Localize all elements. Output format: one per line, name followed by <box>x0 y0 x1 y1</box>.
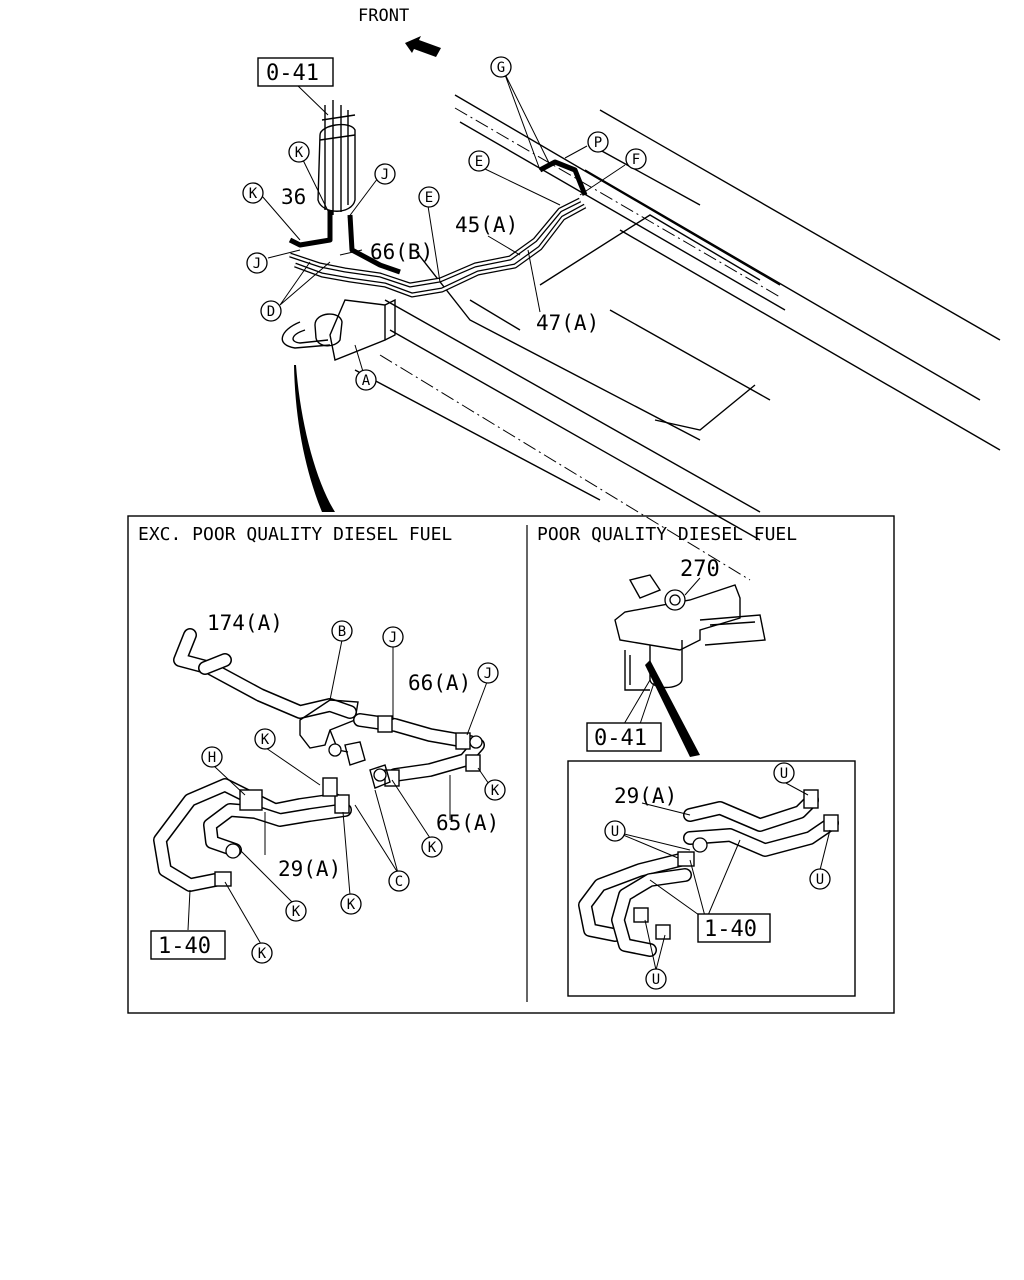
callout-label: U <box>780 766 788 782</box>
callout-label: G <box>497 60 505 76</box>
part-number: 29(A) <box>278 857 341 881</box>
leaders-right <box>615 781 831 971</box>
callout-label: B <box>338 624 346 640</box>
callout-label: A <box>362 373 371 389</box>
ref-box-0-41-top-label: 0-41 <box>266 61 319 86</box>
fuel-filter-assembly <box>288 100 401 275</box>
callout-label: D <box>267 304 275 320</box>
callout-label: U <box>652 972 660 988</box>
front-arrow-icon <box>405 36 441 57</box>
callout-label: C <box>395 874 403 890</box>
ref-box-1-40-right-label: 1-40 <box>704 917 757 942</box>
callouts-left: B J J K H K K C K K K <box>201 620 506 964</box>
callout-label: H <box>208 750 216 766</box>
callout-label: K <box>491 783 500 799</box>
callout-label: F <box>632 152 640 168</box>
part-number: 65(A) <box>436 811 499 835</box>
vehicle-frame <box>354 94 1001 581</box>
leader-270 <box>684 577 701 596</box>
callout-label: K <box>249 186 258 202</box>
callout-label: K <box>258 946 267 962</box>
right-filter-assembly <box>614 574 766 691</box>
leaders-top <box>261 71 626 376</box>
callout-label: K <box>428 840 437 856</box>
callout-label: J <box>253 256 261 272</box>
leaders-left <box>187 639 492 945</box>
part-number: 66(A) <box>408 671 471 695</box>
callout-label: J <box>389 630 397 646</box>
ref-box-0-41-right-label: 0-41 <box>594 726 647 751</box>
part-number: 45(A) <box>455 213 518 237</box>
callout-label: U <box>611 824 619 840</box>
front-label: FRONT <box>358 6 409 26</box>
callout-label: E <box>475 154 483 170</box>
panel-left-title: EXC. POOR QUALITY DIESEL FUEL <box>138 524 452 545</box>
callout-label: U <box>816 872 824 888</box>
callout-label: J <box>381 167 389 183</box>
ref-box-1-40-right <box>697 913 771 943</box>
callouts-top: G P E F K J K J E D A <box>242 56 647 391</box>
part-number: 47(A) <box>536 311 599 335</box>
ref-box-0-41-top <box>257 57 334 87</box>
part-number: 66(B) <box>370 240 433 264</box>
leader-0-41-right <box>623 679 656 725</box>
left-hose-assembly <box>153 628 485 892</box>
ref-box-1-40-left <box>150 930 226 960</box>
ref-box-1-40-left-label: 1-40 <box>158 934 211 959</box>
panel-right-title: POOR QUALITY DIESEL FUEL <box>537 524 797 545</box>
callout-label: E <box>425 190 433 206</box>
part-number: 174(A) <box>207 611 283 635</box>
callout-label: P <box>594 135 602 151</box>
detail-pointer-right <box>645 660 700 757</box>
callout-label: J <box>484 666 492 682</box>
callout-label: K <box>292 904 301 920</box>
right-hose-assembly <box>578 789 839 957</box>
inner-detail-box <box>567 760 856 997</box>
callout-label: K <box>347 897 356 913</box>
detail-panel-frame <box>127 515 895 1014</box>
bracket-a <box>314 298 396 361</box>
callout-label: K <box>295 145 304 161</box>
part-number: 29(A) <box>614 784 677 808</box>
part-number: 270 <box>680 557 720 582</box>
callouts-right: U U U U <box>604 762 831 990</box>
ref-box-0-41-right <box>586 722 662 752</box>
detail-pointer <box>294 365 335 512</box>
callout-label: K <box>261 732 270 748</box>
part-number: 36 <box>281 185 306 209</box>
